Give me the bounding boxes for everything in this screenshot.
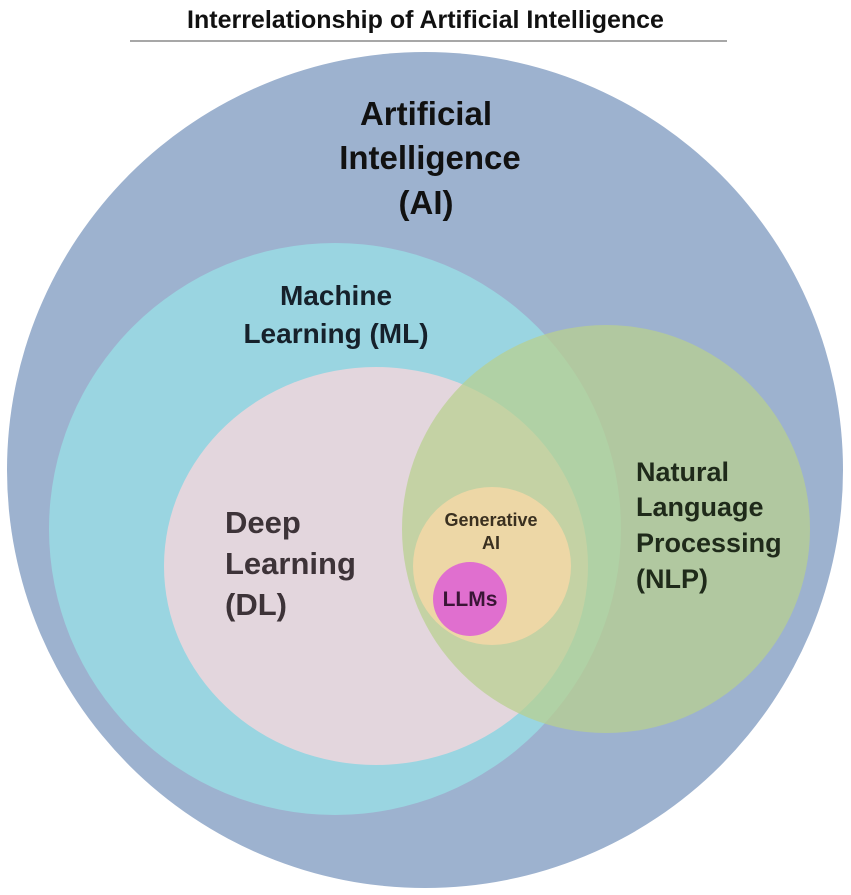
nlp-label-line-4: (NLP) — [636, 564, 708, 594]
ml-label: Machine Learning (ML) — [243, 280, 428, 349]
dl-label-line-2: Learning — [225, 546, 356, 581]
generative-ai-label: Generative AI — [444, 510, 537, 553]
ai-label: Artificial Intelligence (AI) — [339, 95, 521, 221]
ml-label-line-1: Machine — [280, 280, 392, 311]
dl-label-line-1: Deep — [225, 505, 301, 540]
nlp-label: Natural Language Processing (NLP) — [636, 457, 782, 594]
llms-label: LLMs — [443, 588, 498, 611]
nlp-label-line-2: Language — [636, 492, 764, 522]
ai-label-line-1: Artificial — [360, 95, 492, 132]
llms-circle — [433, 562, 507, 636]
nlp-label-line-1: Natural — [636, 457, 729, 487]
ai-label-line-2: Intelligence — [339, 139, 521, 176]
nlp-label-line-3: Processing — [636, 528, 782, 558]
ml-label-line-2: Learning (ML) — [243, 318, 428, 349]
title-underline — [130, 40, 727, 42]
generative-ai-label-line-2: AI — [482, 533, 500, 553]
generative-ai-label-line-1: Generative — [444, 510, 537, 530]
dl-label-line-3: (DL) — [225, 587, 287, 622]
page-title: Interrelationship of Artificial Intellig… — [187, 6, 664, 34]
dl-label: Deep Learning (DL) — [225, 505, 356, 622]
ai-label-line-3: (AI) — [399, 184, 454, 221]
